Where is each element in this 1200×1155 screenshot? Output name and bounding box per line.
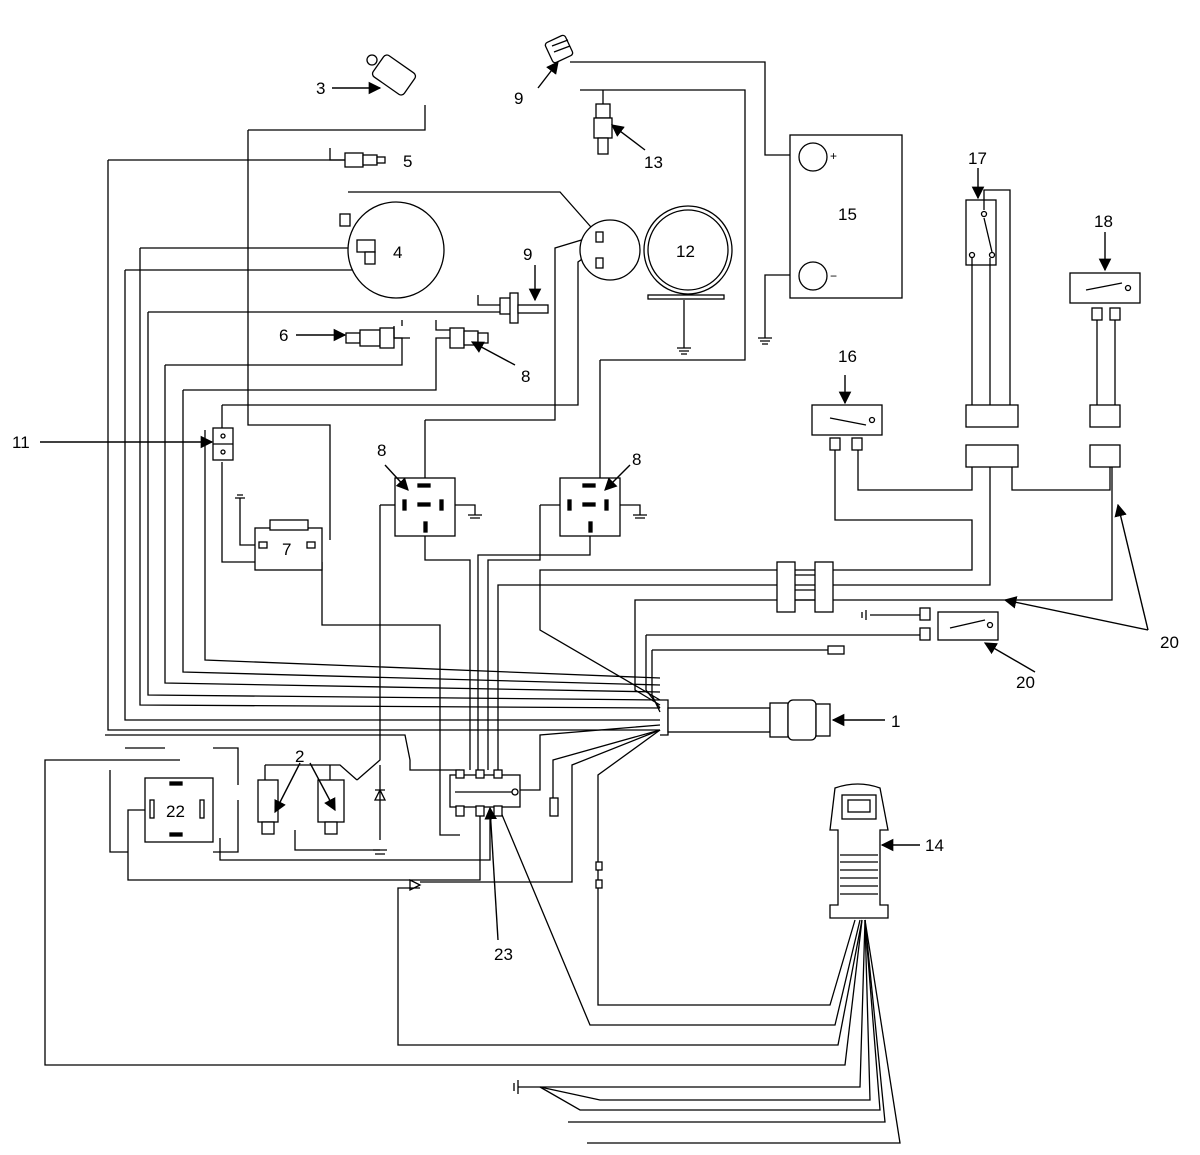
callout-23: 23 (494, 945, 513, 964)
component-sensor-10 (477, 292, 549, 324)
component-relay-8-right (559, 477, 647, 537)
component-control-handle-15 (829, 783, 889, 919)
component-switch-11 (544, 34, 574, 64)
callout-14: 13 (644, 153, 663, 172)
component-switch-21 (827, 607, 999, 655)
callout-13: 12 (676, 242, 695, 261)
callout-16: 15 (838, 205, 857, 224)
component-sender-5 (329, 148, 386, 168)
callout-9: 8 (521, 367, 530, 386)
component-relay-8-left (394, 477, 482, 537)
callout-5: 5 (403, 152, 412, 171)
callout-22: 22 (166, 802, 185, 821)
leader-arrows (40, 61, 1149, 941)
component-solenoid-2 (257, 765, 387, 855)
callout-11: 9 (514, 89, 523, 108)
component-fuse-inline (409, 861, 603, 892)
callout-4: 4 (393, 243, 402, 262)
component-switch-17 (811, 404, 883, 451)
component-switch-18 (965, 189, 1019, 468)
callout-18: 17 (968, 149, 987, 168)
component-sensor-3 (366, 54, 417, 96)
component-solenoid-7 (235, 494, 323, 571)
callout-12: 11 (12, 433, 30, 452)
component-connector-23 (449, 769, 559, 817)
callout-labels: 3 5 4 9 13 9 12 15 6 8 11 8 8 7 16 17 18… (12, 79, 1179, 964)
callout-6: 6 (279, 326, 288, 345)
callout-3: 3 (316, 79, 325, 98)
wire-harness (44, 61, 1113, 1144)
component-relay-12 (212, 427, 234, 461)
component-switch-19 (1069, 272, 1141, 468)
callout-15: 14 (925, 836, 944, 855)
callout-20: 20 (1160, 633, 1179, 652)
battery-plus-sign: + (830, 149, 837, 163)
component-sensor-6 (345, 320, 410, 349)
callout-8-right: 8 (632, 450, 641, 469)
component-starter-13 (579, 205, 733, 300)
callout-19: 18 (1094, 212, 1113, 231)
battery-minus-sign: − (830, 269, 837, 283)
ground-symbols (513, 330, 867, 1094)
callout-7: 7 (282, 540, 291, 559)
callout-10: 9 (523, 245, 532, 264)
callout-2: 2 (295, 747, 304, 766)
component-sensor-9 (435, 320, 489, 349)
callout-1: 1 (891, 712, 900, 731)
callout-17: 16 (838, 347, 857, 366)
component-relay-22 (144, 777, 214, 843)
callout-8-left: 8 (377, 441, 386, 460)
component-sensor-14 (593, 90, 613, 155)
component-battery-16 (789, 134, 903, 299)
component-connector-mid (776, 561, 834, 613)
callout-21: 20 (1016, 673, 1035, 692)
component-connector-1 (660, 699, 831, 741)
component-alternator-4 (339, 201, 445, 299)
